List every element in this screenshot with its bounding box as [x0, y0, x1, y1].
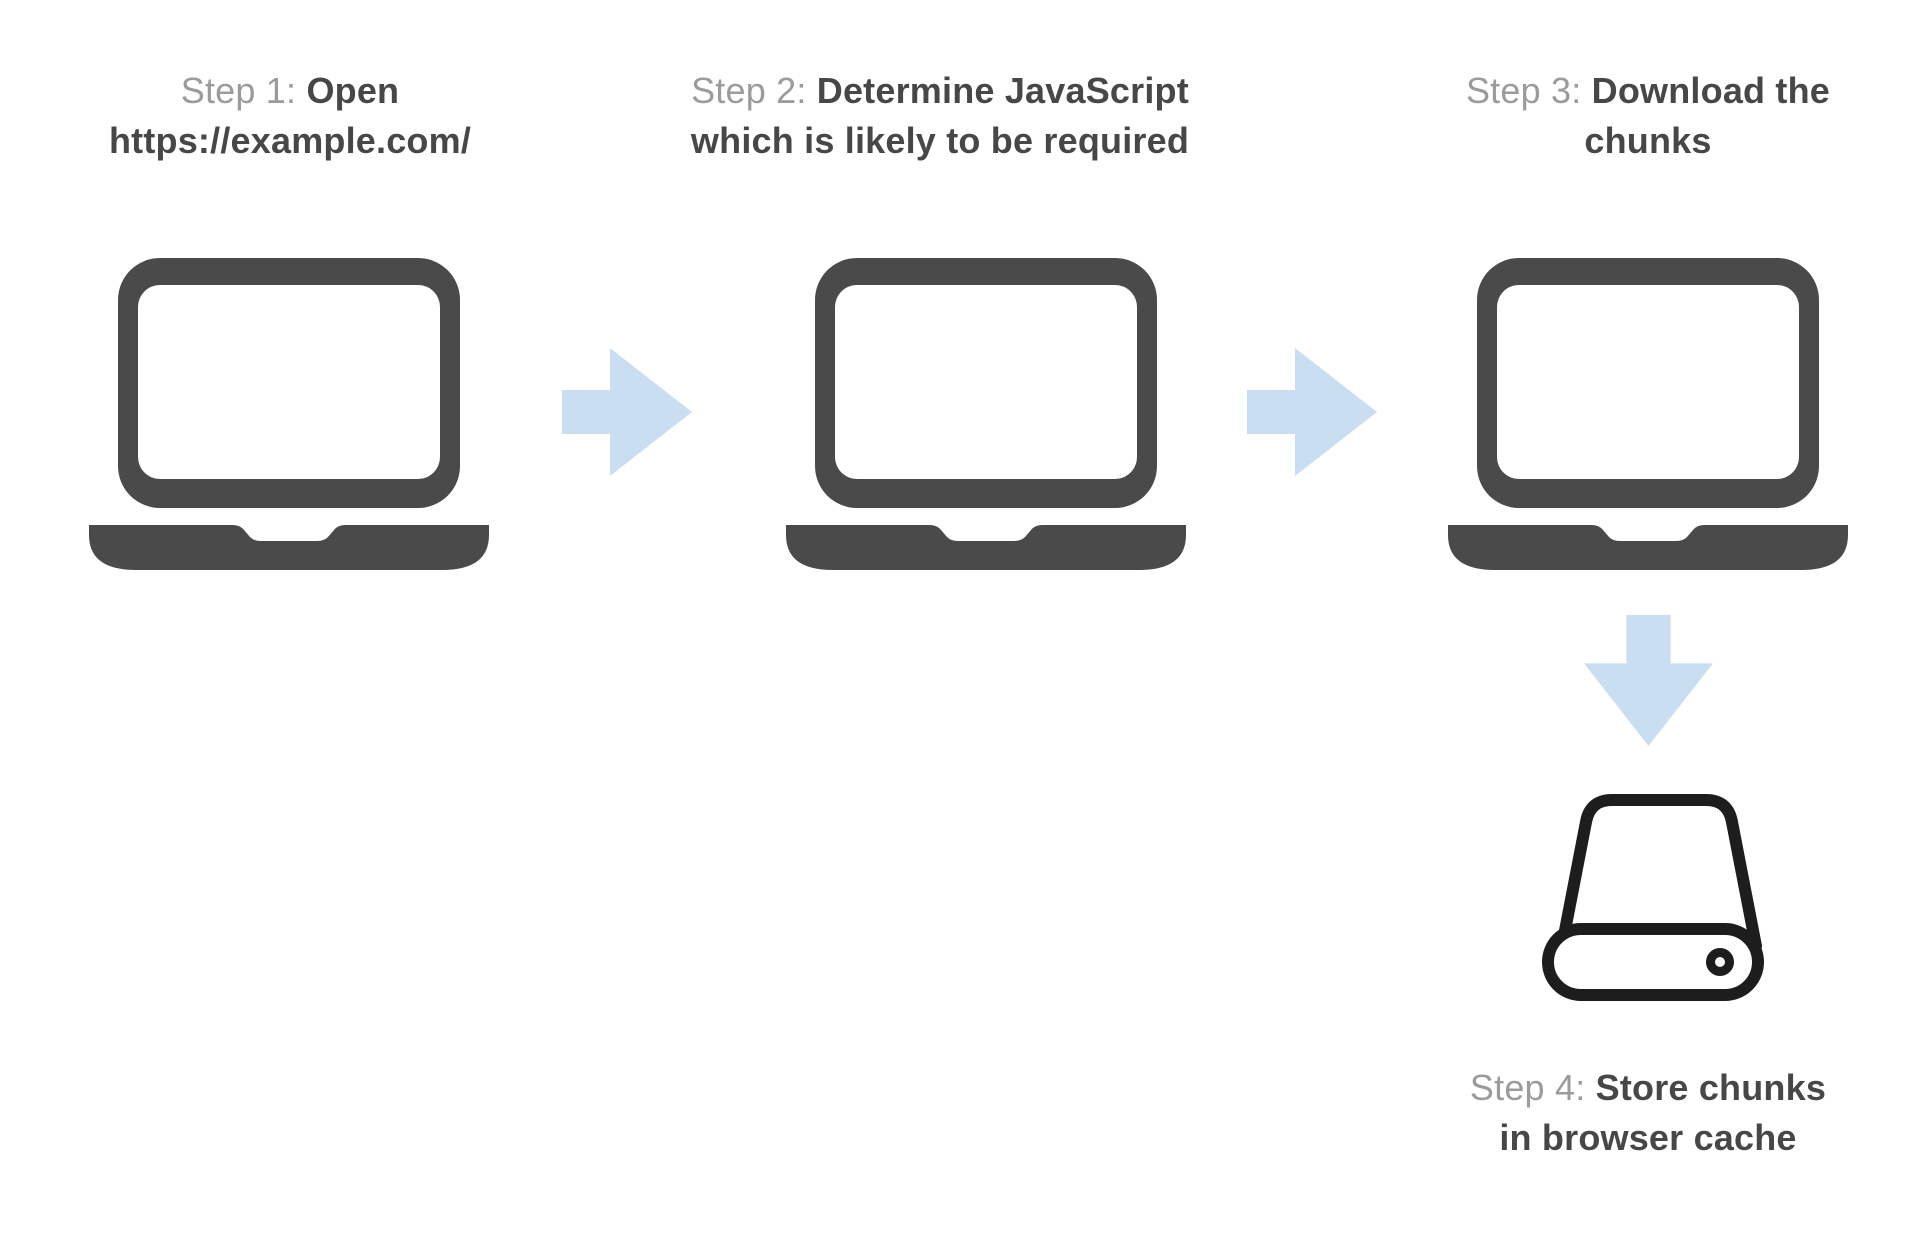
step-4-title: Step 4: Store chunks in browser cache	[1448, 1063, 1848, 1163]
step-2-action-line2: which is likely to be required	[690, 120, 1190, 161]
laptop-icon	[1448, 258, 1848, 570]
step-1-action-line2: https://example.com/	[108, 120, 472, 161]
hard-drive-icon	[1542, 794, 1764, 1001]
step-1-label: Step 1:	[180, 70, 307, 111]
step-4-action-line2: in browser cache	[1499, 1117, 1797, 1158]
step-2-label: Step 2:	[691, 70, 817, 111]
laptop-icon	[89, 258, 489, 570]
arrow-right-icon	[562, 348, 692, 476]
step-2-title: Step 2: Determine JavaScript which is li…	[650, 66, 1230, 166]
step-3-action-line1: Download the	[1591, 70, 1831, 111]
step-3-label: Step 3:	[1465, 70, 1592, 111]
step-3-action-line2: chunks	[1584, 120, 1712, 161]
arrow-right-icon	[1247, 348, 1377, 476]
laptop-icon	[786, 258, 1186, 570]
arrow-down-icon	[1584, 615, 1713, 746]
step-3-title: Step 3: Download the chunks	[1418, 66, 1878, 166]
step-4-label: Step 4:	[1469, 1067, 1596, 1108]
step-4-action-line1: Store chunks	[1595, 1067, 1827, 1108]
step-1-title: Step 1: Open https://example.com/	[50, 66, 530, 166]
step-2-action-line1: Determine JavaScript	[816, 70, 1189, 111]
step-1-action-line1: Open	[306, 70, 400, 111]
